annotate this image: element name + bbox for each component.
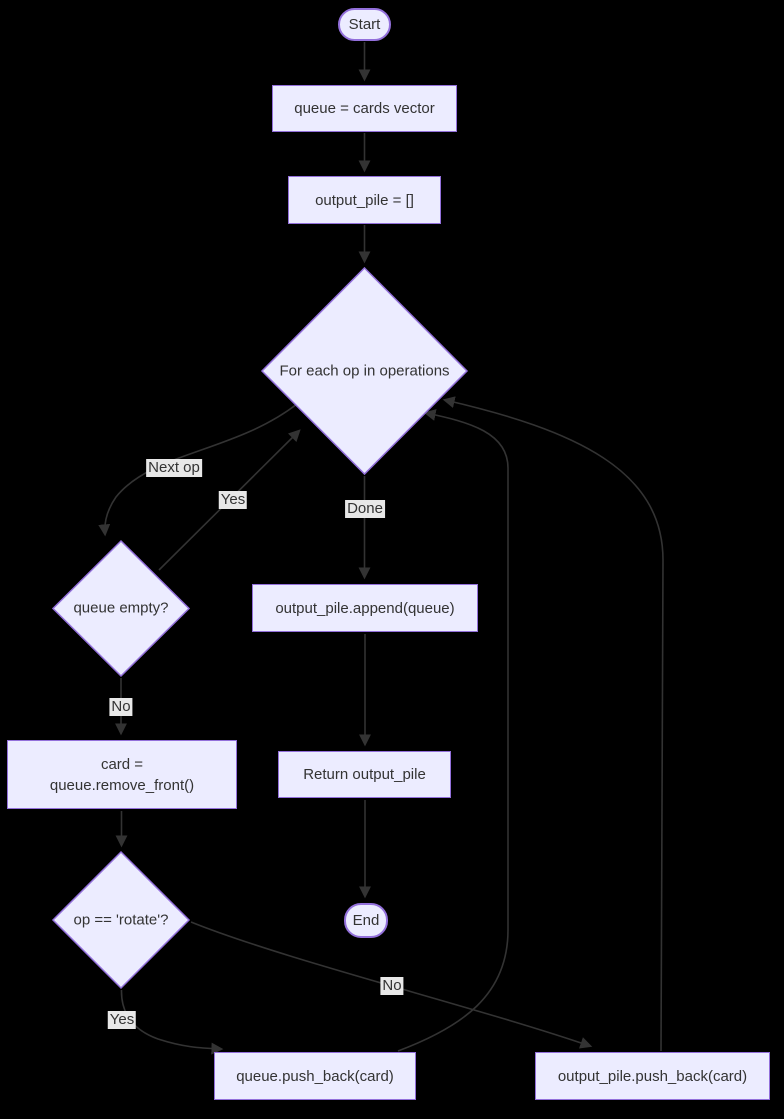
append-queue-node-label: output_pile.append(queue) (275, 599, 455, 617)
remove-front-node: card = queue.remove_front() (7, 740, 237, 809)
edge-label-rotate-no: No (380, 977, 404, 995)
remove-front-node-line2: queue.remove_front() (49, 776, 195, 794)
output-pile-push-back-node: output_pile.push_back(card) (535, 1052, 770, 1100)
append-queue-node: output_pile.append(queue) (252, 584, 478, 632)
queue-empty-node-label: queue empty? (73, 599, 169, 617)
loop-node-label: For each op in operations (279, 362, 450, 380)
init-output-pile-node: output_pile = [] (288, 176, 441, 224)
edge-rotate-to-queue-push-yes (120, 989, 224, 1055)
edge-label-rotate-yes: Yes (107, 1011, 137, 1029)
return-output-node: Return output_pile (278, 751, 451, 798)
start-node-label: Start (348, 16, 381, 33)
queue-push-back-node-label: queue.push_back(card) (236, 1067, 394, 1085)
edge-label-next-op: Next op (146, 459, 202, 477)
end-node-label: End (352, 912, 380, 929)
edge-output-push-to-loop (442, 396, 664, 1052)
init-output-pile-node-label: output_pile = [] (315, 191, 414, 209)
return-output-node-label: Return output_pile (303, 766, 426, 783)
queue-push-back-node: queue.push_back(card) (214, 1052, 416, 1100)
edge-label-queue-empty-yes: Yes (218, 491, 248, 509)
queue-empty-diamond-shape (51, 539, 191, 678)
init-queue-node: queue = cards vector (272, 85, 457, 132)
edge-loop-to-queue-empty (98, 403, 298, 537)
loop-diamond-shape (260, 266, 469, 476)
end-node: End (344, 903, 388, 938)
edge-label-done: Done (345, 500, 385, 518)
edge-queue-push-to-loop (397, 409, 509, 1052)
init-queue-node-label: queue = cards vector (294, 100, 435, 117)
op-rotate-node-label: op == 'rotate'? (73, 911, 169, 929)
op-rotate-diamond-shape (51, 850, 191, 990)
remove-front-node-line1: card = (100, 755, 144, 773)
edge-label-queue-empty-no: No (109, 698, 133, 716)
output-pile-push-back-node-label: output_pile.push_back(card) (557, 1067, 748, 1085)
start-node: Start (338, 8, 391, 41)
